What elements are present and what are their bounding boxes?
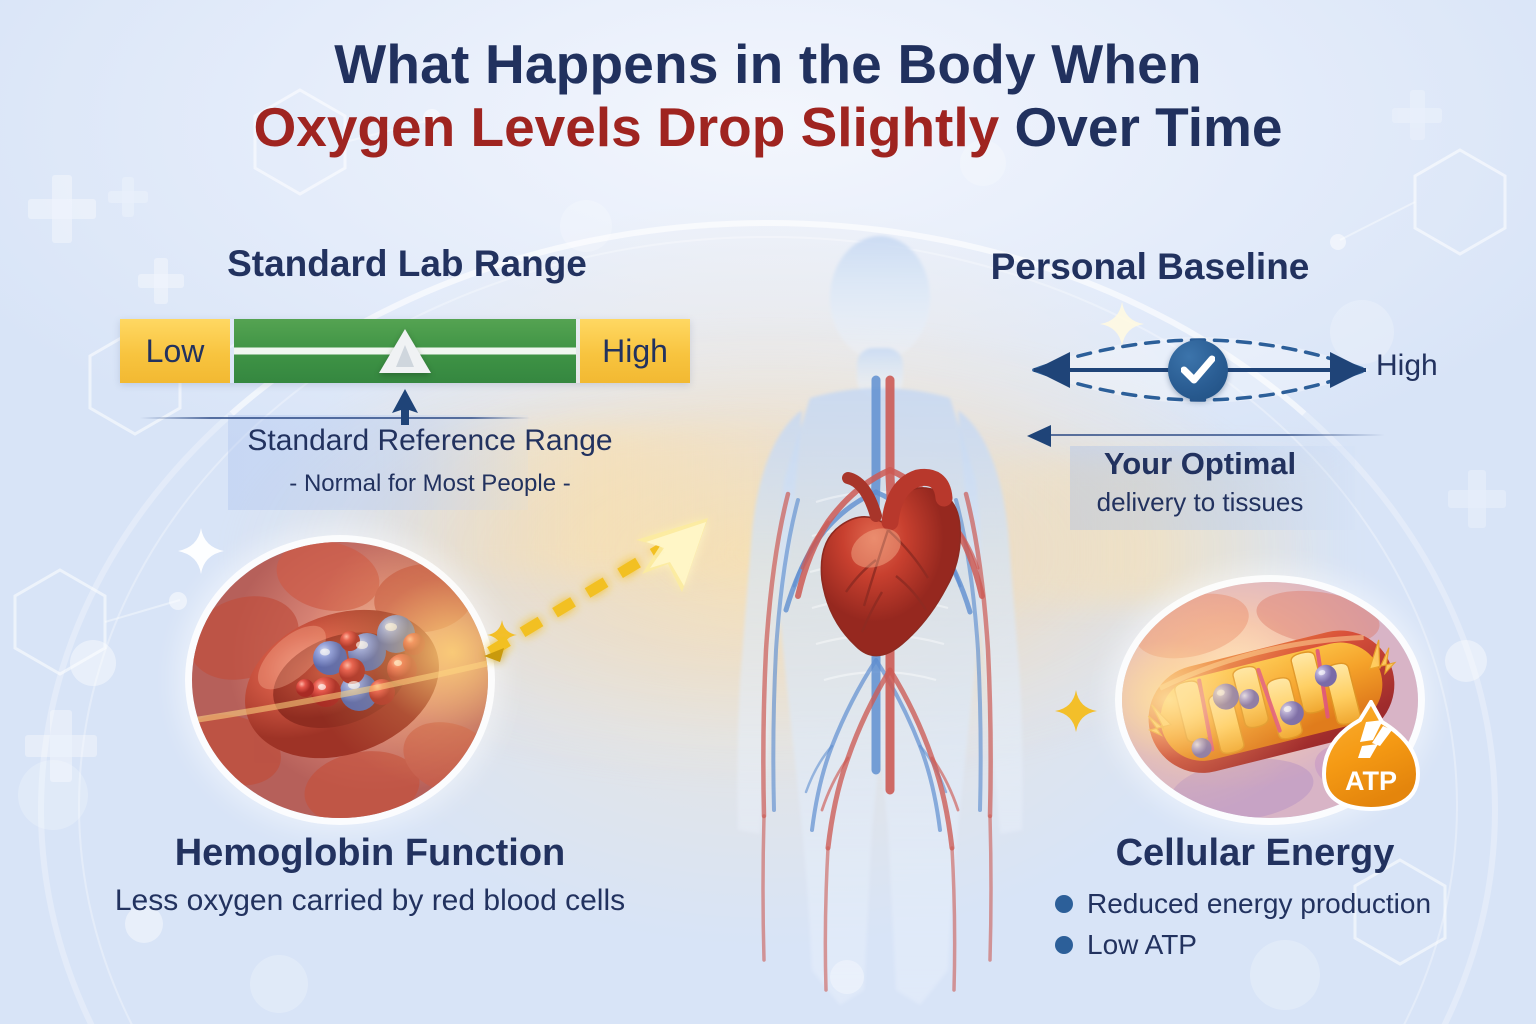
lab-caption-rule (140, 417, 530, 419)
sparkle-icon (1098, 300, 1146, 353)
lightning-bolt-icon (1358, 720, 1392, 758)
red-blood-cell-icon (185, 535, 495, 825)
standard-lab-range-heading: Standard Lab Range (227, 243, 587, 284)
medical-cross-icon (1448, 470, 1506, 528)
standard-lab-range-scale: Low High (120, 319, 690, 383)
personal-baseline-heading: Personal Baseline (990, 246, 1310, 287)
lab-caption-backdrop (228, 415, 528, 510)
list-item: Reduced energy production (1055, 884, 1525, 925)
heart-icon (820, 468, 962, 657)
atp-badge: ATP (1321, 698, 1421, 812)
scale-low-label: Low (145, 332, 205, 369)
bullet-dot-icon (1055, 935, 1073, 954)
optimal-caption-rule (1040, 434, 1385, 436)
medical-cross-icon (28, 175, 96, 243)
optimal-caption-primary: Your Optimal (1103, 446, 1297, 481)
sparkle-icon (487, 620, 517, 655)
lab-caption-secondary: - Normal for Most People - (289, 470, 571, 497)
title-line-1: What Happens in the Body When (334, 33, 1202, 95)
human-body-circulatory-icon (690, 230, 1070, 1020)
lab-pointer-arrow-icon (390, 389, 420, 430)
scale-high-segment: High (580, 319, 690, 383)
title-line-2-tail: Over Time (1014, 95, 1283, 158)
medical-cross-icon (108, 177, 148, 217)
baseline-high-label: High (1376, 349, 1438, 382)
medical-cross-icon (25, 710, 97, 782)
title-highlight: Oxygen Levels Drop Slightly (253, 95, 1015, 158)
dashed-gold-arrow-icon (470, 500, 740, 675)
optimal-caption-backdrop (1070, 446, 1355, 530)
list-item-label: Reduced energy production (1087, 888, 1432, 919)
list-item-label: Low ATP (1087, 928, 1197, 960)
optimal-pointer-arrow-icon (1027, 425, 1053, 452)
lab-caption-primary: Standard Reference Range (247, 424, 613, 457)
triangle-marker-icon (379, 329, 431, 373)
list-item: Low ATP (1055, 925, 1525, 966)
sparkle-icon (178, 528, 224, 579)
scale-normal-segment (234, 319, 576, 383)
cellular-energy-title: Cellular Energy (1115, 832, 1395, 874)
optimal-caption-secondary: delivery to tissues (1096, 487, 1304, 517)
bullet-dot-icon (1055, 895, 1073, 914)
check-circle-icon (1168, 340, 1228, 400)
cellular-energy-bullet-list: Reduced energy production Low ATP (1055, 884, 1525, 965)
svg-text:ATP: ATP (1345, 766, 1397, 796)
sparkle-icon (1055, 690, 1097, 737)
page-title: What Happens in the Body When Oxygen Lev… (0, 33, 1536, 160)
scale-high-label: High (602, 332, 668, 369)
hemoglobin-function-description: Less oxygen carried by red blood cells (114, 884, 626, 917)
hemoglobin-function-title: Hemoglobin Function (174, 832, 566, 874)
title-line-2: Oxygen Levels Drop Slightly Over Time (0, 96, 1536, 160)
scale-low-segment: Low (120, 319, 230, 383)
